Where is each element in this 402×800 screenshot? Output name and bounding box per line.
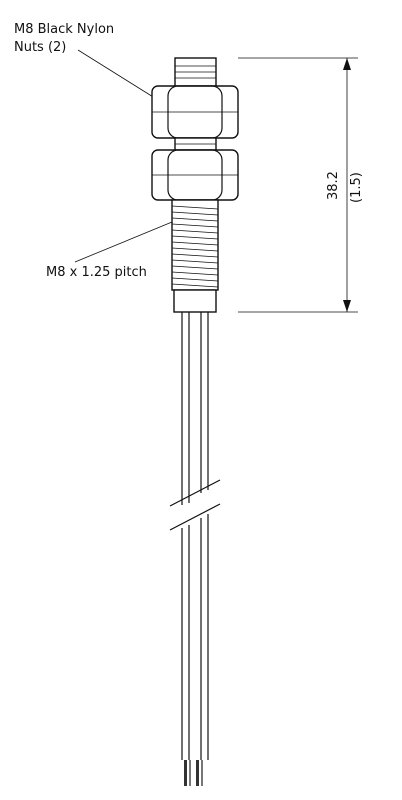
threaded-body bbox=[171, 199, 219, 291]
dimension-annotation bbox=[238, 57, 358, 313]
upper-nylon-nut bbox=[151, 85, 239, 139]
sensor-tip bbox=[173, 289, 217, 313]
thread-line bbox=[171, 265, 219, 270]
middle-thread bbox=[174, 137, 217, 151]
thread-line bbox=[171, 271, 219, 276]
lower-nylon-nut bbox=[151, 149, 239, 201]
lead-wires-upper bbox=[181, 312, 209, 505]
nuts-label-line1: M8 Black Nylon bbox=[14, 22, 114, 37]
thread-line bbox=[171, 283, 219, 288]
lead-wires-lower bbox=[181, 514, 209, 760]
thread-line bbox=[171, 223, 219, 228]
thread-line bbox=[171, 241, 219, 246]
thread-line bbox=[171, 277, 219, 282]
thread-leader-line bbox=[74, 221, 173, 263]
dimension-in-label: (1.5) bbox=[349, 172, 364, 203]
thread-line bbox=[171, 205, 219, 210]
thread-label: M8 x 1.25 pitch bbox=[46, 265, 147, 280]
thread-line bbox=[171, 229, 219, 234]
wire-break-symbol bbox=[169, 479, 221, 531]
thread-line bbox=[171, 217, 219, 222]
nuts-label-line2: Nuts (2) bbox=[14, 40, 66, 55]
nuts-leader-line bbox=[77, 49, 159, 101]
stripped-wire-ends bbox=[184, 760, 203, 786]
thread-line bbox=[171, 247, 219, 252]
thread-line bbox=[171, 235, 219, 240]
thread-line bbox=[171, 253, 219, 258]
thread-line bbox=[171, 211, 219, 216]
top-thread-stub bbox=[174, 57, 217, 87]
thread-line bbox=[171, 259, 219, 264]
dimension-mm-label: 38.2 bbox=[326, 171, 341, 200]
